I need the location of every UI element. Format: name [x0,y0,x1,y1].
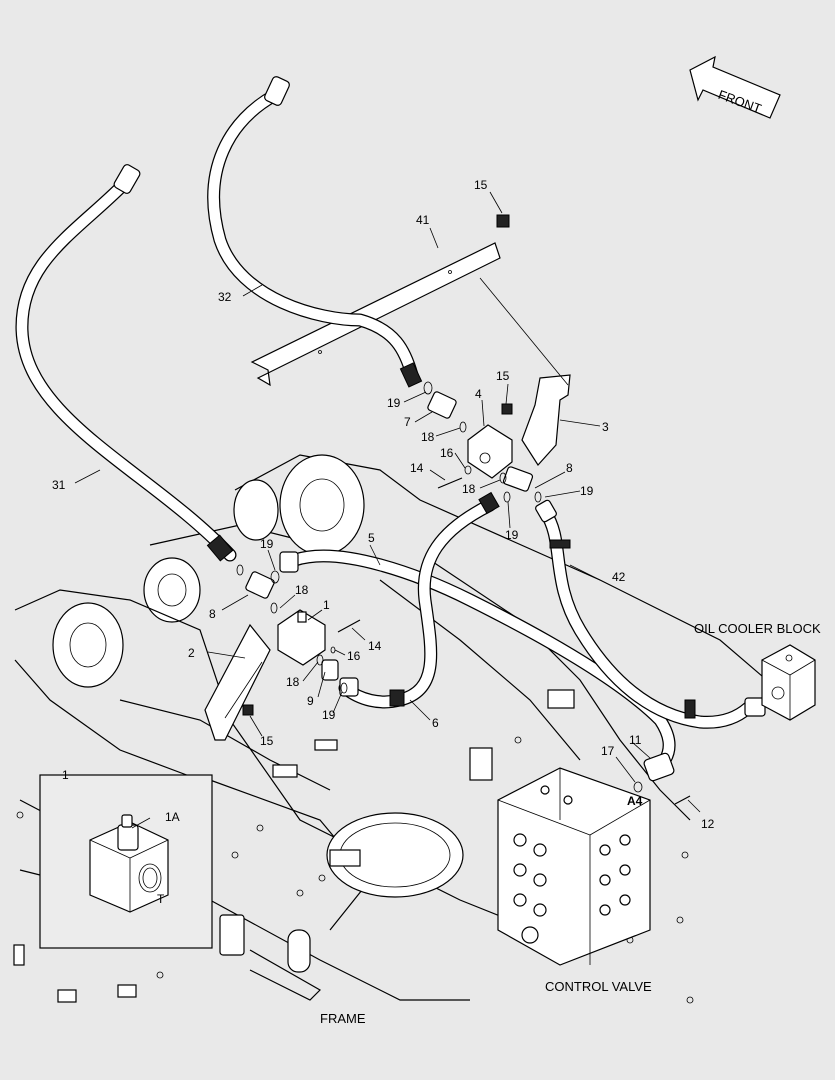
callout-8: 8 [209,607,216,621]
bolt-15 [501,403,513,415]
callout-19: 19 [387,396,401,410]
callout-18: 18 [295,583,309,597]
control-valve-label: CONTROL VALVE [545,979,652,994]
bracket-2 [204,623,271,741]
callout-19: 19 [260,537,274,551]
frame-structure [13,454,791,1004]
front-arrow-icon [689,55,781,119]
callout-12: 12 [701,817,715,831]
bracket-41 [250,242,501,387]
callout-17: 17 [601,744,615,758]
callout-19: 19 [322,708,336,722]
callout-19: 19 [505,528,519,542]
callout-9: 9 [307,694,314,708]
callout-1-detail: 1 [62,768,69,782]
oil-cooler-block [761,644,816,721]
callout-1a: 1A [165,810,180,824]
bolt-12 [674,795,691,805]
callout-15: 15 [496,369,510,383]
callout-14: 14 [368,639,382,653]
callout-16: 16 [347,649,361,663]
callout-6: 6 [432,716,439,730]
callout-41: 41 [416,213,430,227]
bracket-3 [521,374,571,466]
control-valve [497,767,651,966]
hose-6 [338,498,497,709]
detail-box [39,774,213,949]
assembly-line [479,277,569,386]
callout-18: 18 [421,430,435,444]
assembly-line [224,661,263,719]
callout-18: 18 [462,482,476,496]
port-t-label: T [157,892,165,906]
callout-4: 4 [475,387,482,401]
leader-lines [70,191,701,829]
hose-42 [538,505,755,729]
bolt-14 [337,619,361,633]
o-rings [236,381,643,793]
callout-16: 16 [440,446,454,460]
callout-15: 15 [260,734,274,748]
callout-7: 7 [404,415,411,429]
hose-32 [207,88,419,382]
hose-5 [288,549,676,767]
callout-5: 5 [368,531,375,545]
frame-label: FRAME [320,1011,366,1026]
callout-14: 14 [410,461,424,475]
bolt-15 [242,704,254,716]
oil-cooler-block-label: OIL COOLER BLOCK [694,621,821,636]
callout-1: 1 [323,598,330,612]
callout-2: 2 [188,646,195,660]
fittings [113,76,766,782]
callout-42: 42 [612,570,626,584]
hose-31 [15,173,237,562]
block-1 [277,609,326,666]
callout-18: 18 [286,675,300,689]
callout-31: 31 [52,478,66,492]
block-4 [467,424,513,479]
bolt-15 [496,214,510,228]
callout-19: 19 [580,484,594,498]
callout-3: 3 [602,420,609,434]
callout-8: 8 [566,461,573,475]
labels: FRONT OIL COOLER BLOCK CONTROL VALVE FRA… [52,87,821,1026]
bolt-14 [437,477,463,489]
callout-15: 15 [474,178,488,192]
callout-32: 32 [218,290,232,304]
callout-11: 11 [629,733,642,747]
port-a4-label: A4 [627,794,643,808]
